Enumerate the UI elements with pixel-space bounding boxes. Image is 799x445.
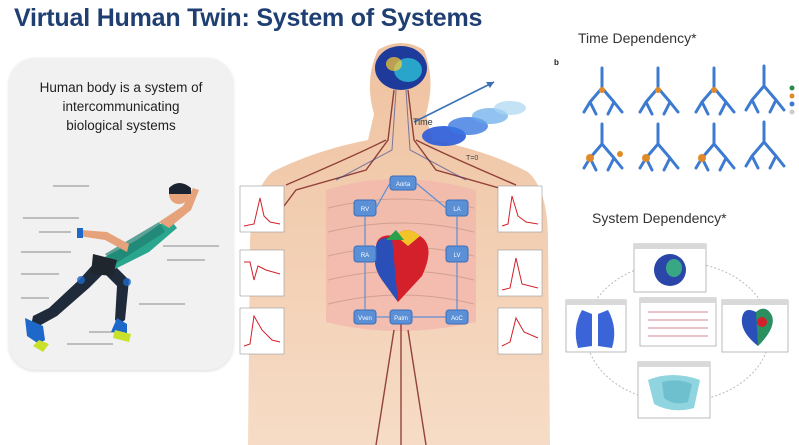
node-rv-label: RV bbox=[361, 207, 369, 213]
node-la-label: LA bbox=[453, 207, 460, 213]
time-dependency-title: Time Dependency* bbox=[578, 30, 697, 46]
node-aorta-label: Aorta bbox=[396, 182, 411, 188]
node-vven-label: Vven bbox=[358, 316, 372, 322]
heart bbox=[374, 230, 429, 302]
sysdep-heart-window bbox=[721, 299, 789, 353]
node-aoc-label: AoC bbox=[451, 316, 463, 322]
t0-label: T=0 bbox=[466, 155, 479, 162]
node-ra-label: RA bbox=[361, 253, 369, 259]
system-dependency-title: System Dependency* bbox=[592, 210, 727, 226]
panel-label-b: b bbox=[554, 58, 559, 67]
time-arrow-label: Time bbox=[413, 117, 433, 127]
page-title: Virtual Human Twin: System of Systems bbox=[14, 4, 483, 32]
caption-line-3: biological systems bbox=[66, 118, 176, 133]
anatomy-illustration: RV LA RA LV Aorta Vven AoC Palm bbox=[239, 43, 550, 445]
node-lv-label: LV bbox=[454, 253, 461, 259]
pressure-plots-right bbox=[497, 185, 543, 355]
sysdep-lungs-window bbox=[565, 299, 627, 353]
sysdep-liver-window bbox=[637, 361, 711, 419]
airway-row-1 bbox=[582, 64, 786, 116]
caption-line-1: Human body is a system of bbox=[39, 80, 203, 95]
system-dependency-diagram bbox=[565, 243, 789, 419]
time-airways bbox=[413, 81, 526, 146]
airway-legend bbox=[789, 85, 795, 115]
runner-leader-lines bbox=[21, 185, 219, 345]
sysdep-center-window bbox=[639, 297, 717, 347]
pressure-plots-left bbox=[239, 185, 285, 355]
sysdep-brain-window bbox=[633, 243, 707, 293]
runner-card: Human body is a system of intercommunica… bbox=[9, 58, 233, 370]
caption-line-2: intercommunicating bbox=[62, 99, 180, 114]
runner-figure bbox=[25, 183, 199, 352]
runner-caption: Human body is a system of intercommunica… bbox=[9, 78, 233, 135]
node-palm-label: Palm bbox=[394, 316, 408, 322]
runner-illustration bbox=[21, 183, 219, 352]
airway-row-2 bbox=[582, 120, 786, 172]
airway-tree-grid bbox=[582, 64, 795, 172]
